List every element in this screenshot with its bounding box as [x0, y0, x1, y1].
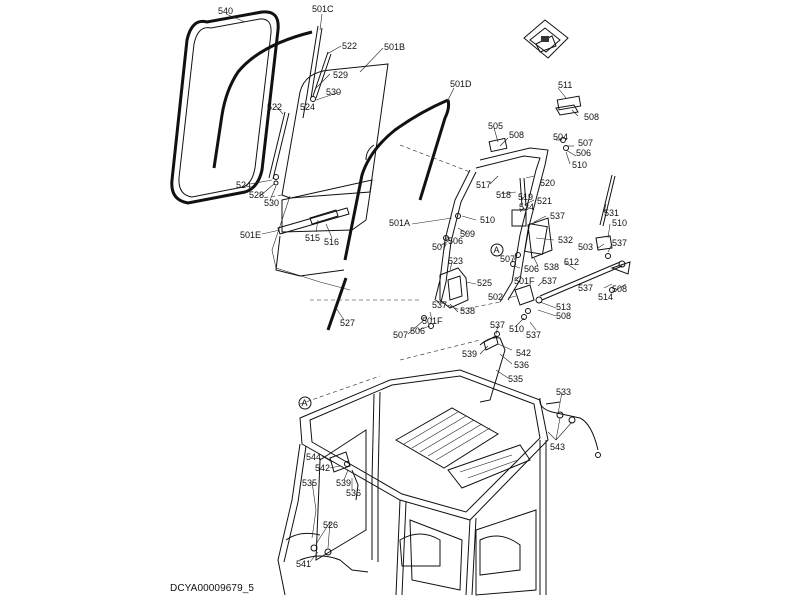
rubber-strip-527 — [326, 277, 348, 331]
callout-541: 526 — [323, 520, 338, 530]
callout-511: 511 — [558, 80, 572, 90]
callout-506: 506 — [448, 236, 463, 246]
callout-507: 507 — [432, 242, 447, 252]
callout-539: 542 — [315, 463, 330, 473]
callout-522: 522 — [342, 41, 357, 51]
callout-525: 525 — [477, 278, 492, 288]
callout-508: 508 — [509, 130, 524, 140]
callout-517: 517 — [476, 180, 491, 190]
callout-labels: 540 501C 522 501B 529 524 530 522 524 52… — [218, 4, 627, 569]
callout-503: 503 — [578, 242, 593, 252]
callout-542: 544 — [306, 452, 321, 462]
door-frame-assembly — [399, 95, 631, 329]
callout-537: 537 — [526, 330, 541, 340]
callout-506: 506 — [524, 264, 539, 274]
callout-515: 515 — [305, 233, 320, 243]
svg-text:A: A — [302, 398, 308, 408]
callout-537: 537 — [542, 276, 557, 286]
callout-508: 508 — [584, 112, 599, 122]
callout-536: 539 — [336, 478, 351, 488]
callout-501e: 501E — [240, 230, 261, 240]
callout-540: 540 — [218, 6, 233, 16]
callout-508: 508 — [612, 284, 627, 294]
callout-544: 543 — [550, 442, 565, 452]
callout-522: 522 — [267, 102, 282, 112]
callout-536: 542 — [516, 348, 531, 358]
leader-lines — [225, 13, 627, 563]
callout-505: 505 — [488, 121, 503, 131]
callout-523: 523 — [448, 256, 463, 266]
callout-524: 524 — [236, 180, 251, 190]
callout-501d: 501D — [450, 79, 472, 89]
frame-seal-501d — [343, 98, 451, 261]
callout-516: 516 — [324, 237, 339, 247]
callout-509: 509 — [460, 229, 475, 239]
svg-text:A: A — [494, 245, 500, 255]
wire-harness-543 — [539, 397, 601, 458]
lower-glass-501e — [275, 179, 373, 277]
callout-531: 531 — [604, 208, 619, 218]
window-seal-501c — [212, 25, 323, 169]
cab-structure — [277, 299, 549, 596]
callout-501a: 501A — [389, 218, 410, 228]
callout-524: 524 — [300, 102, 315, 112]
callout-543: 533 — [556, 387, 571, 397]
callout-507: 507 — [500, 254, 515, 264]
callout-534: 534 — [519, 202, 534, 212]
callout-506: 506 — [410, 326, 425, 336]
callout-537: 537 — [432, 300, 447, 310]
callout-539: 537 — [490, 320, 505, 330]
callout-544: 541 — [296, 559, 311, 569]
callout-530: 530 — [326, 87, 341, 97]
callout-535: 536 — [514, 360, 529, 370]
callout-521: 521 — [537, 196, 552, 206]
callout-518: 518 — [496, 190, 511, 200]
callout-526: 535 — [302, 478, 317, 488]
callout-501c: 501C — [312, 4, 334, 14]
callout-537: 537 — [550, 211, 565, 221]
callout-538: 538 — [544, 262, 559, 272]
callout-529: 529 — [333, 70, 348, 80]
callout-535: 536 — [346, 488, 361, 498]
callout-538: 538 — [460, 306, 475, 316]
callout-537: 537 — [612, 238, 627, 248]
callout-542: 539 — [462, 349, 477, 359]
callout-508: 508 — [556, 311, 571, 321]
reference-marker-a-upper: A — [490, 243, 504, 257]
callout-520: 520 — [540, 178, 555, 188]
callout-501f: 501F — [514, 276, 535, 286]
sliding-glass-501b — [261, 63, 389, 291]
callout-507: 507 — [393, 330, 408, 340]
callout-513: 513 — [556, 302, 571, 312]
callout-537: 537 — [578, 283, 593, 293]
callout-514: 514 — [598, 292, 613, 302]
callout-504: 504 — [553, 132, 568, 142]
callout-533: 535 — [508, 374, 523, 384]
callout-506: 506 — [576, 148, 591, 158]
callout-501f: 501F — [422, 316, 443, 326]
callout-510: 510 — [480, 215, 495, 225]
callout-532: 532 — [558, 235, 573, 245]
callout-512: 512 — [564, 257, 579, 267]
orientation-thumbnail-icon — [523, 19, 569, 59]
callout-501b: 501B — [384, 42, 405, 52]
callout-510: 510 — [612, 218, 627, 228]
callout-507: 507 — [578, 138, 593, 148]
callout-510: 510 — [572, 160, 587, 170]
rail-strips-522 — [268, 51, 332, 186]
callout-519: 519 — [518, 192, 533, 202]
callout-502: 502 — [488, 292, 503, 302]
callout-528: 528 — [249, 190, 264, 200]
door-seal-540 — [170, 10, 280, 205]
drawing-id: DCYA00009679_5 — [170, 583, 255, 594]
callout-527: 527 — [340, 318, 355, 328]
callout-530: 530 — [264, 198, 279, 208]
reference-marker-a-lower: A — [298, 396, 312, 410]
callout-510: 510 — [509, 324, 524, 334]
